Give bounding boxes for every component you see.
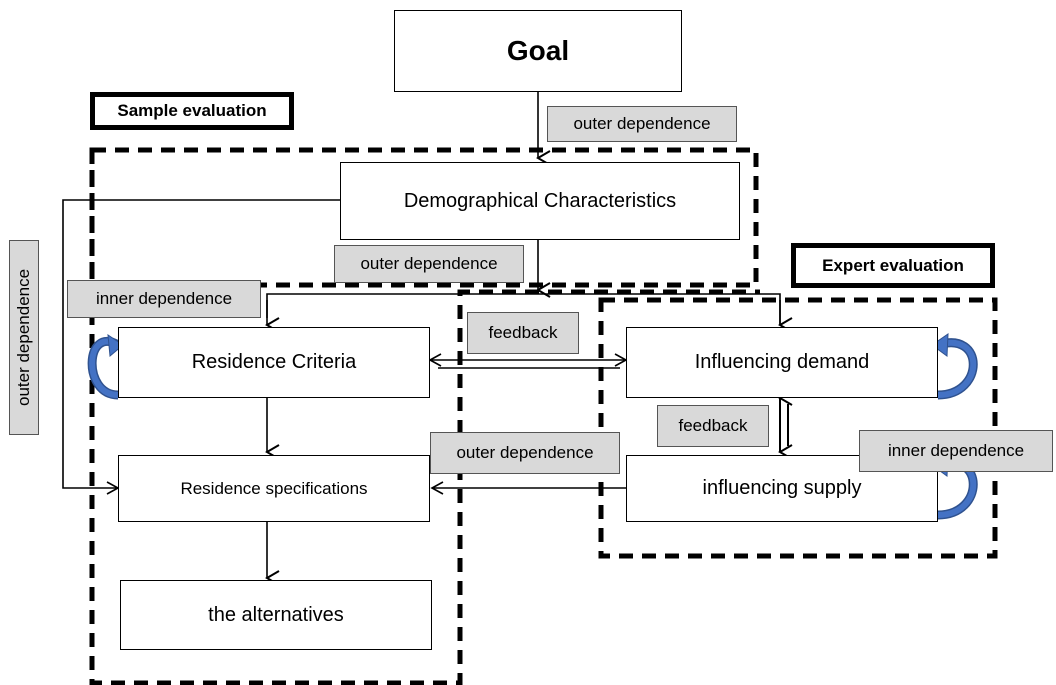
residence-criteria-node: Residence Criteria <box>118 327 430 398</box>
influencing-demand-node: Influencing demand <box>626 327 938 398</box>
inner-loop-demand-icon <box>931 333 978 400</box>
inner-dependence-label-left: inner dependence <box>67 280 261 318</box>
sample-group-border-lower <box>89 150 760 685</box>
demographics-node: Demographical Characteristics <box>340 162 740 240</box>
outer-dependence-label-left: outer dependence <box>9 240 39 435</box>
inner-loop-left-icon <box>87 334 124 400</box>
sample-group-border <box>89 147 759 288</box>
inner-dependence-label-right: inner dependence <box>859 430 1053 472</box>
alternatives-node: the alternatives <box>120 580 432 650</box>
outer-dependence-label-top: outer dependence <box>547 106 737 142</box>
feedback-label-top: feedback <box>467 312 579 354</box>
expert-evaluation-title: Expert evaluation <box>791 243 995 288</box>
residence-specs-node: Residence specifications <box>118 455 430 522</box>
outer-dependence-label-bottom: outer dependence <box>430 432 620 474</box>
expert-group-border <box>598 297 998 559</box>
goal-node: Goal <box>394 10 682 92</box>
feedback-label-right: feedback <box>657 405 769 447</box>
sample-evaluation-title: Sample evaluation <box>90 92 294 130</box>
outer-dependence-label-mid: outer dependence <box>334 245 524 283</box>
